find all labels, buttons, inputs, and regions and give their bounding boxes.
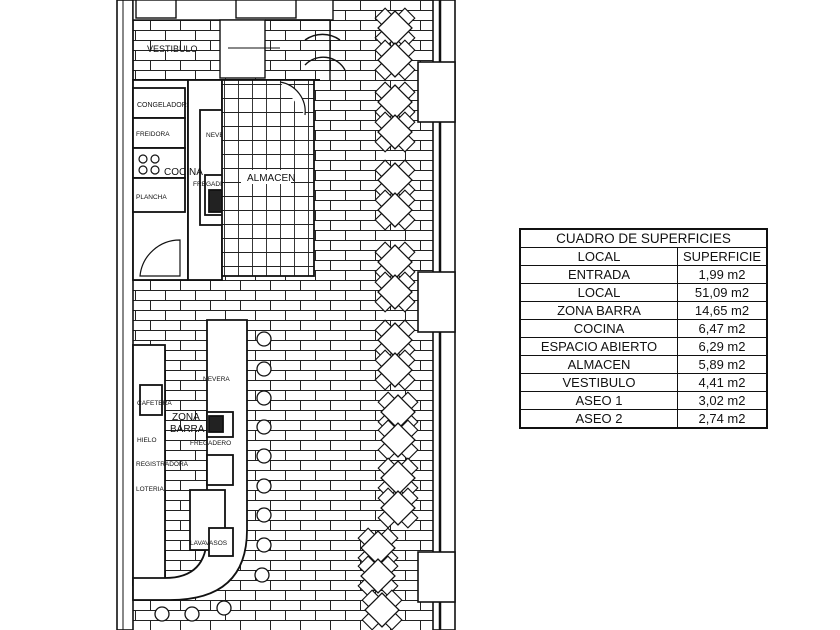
- top-rooms: [132, 0, 346, 81]
- cell-local: VESTIBULO: [519, 373, 678, 392]
- cell-superficie: 14,65 m2: [677, 301, 768, 320]
- cell-superficie: 1,99 m2: [677, 265, 768, 284]
- cell-local: LOCAL: [519, 283, 678, 302]
- label-registradora: REGISTRADORA: [136, 461, 189, 468]
- cooktop-icon: [138, 154, 160, 175]
- cell-superficie: 3,02 m2: [677, 391, 768, 410]
- label-nevera-cocina: NEVERA: [206, 132, 233, 139]
- header-local: LOCAL: [519, 247, 678, 266]
- cell-superficie: 4,41 m2: [677, 373, 768, 392]
- label-zona-barra-1: ZONA: [172, 412, 200, 423]
- table-header-row: LOCAL SUPERFICIE: [519, 247, 768, 266]
- table-row: VESTIBULO 4,41 m2: [519, 373, 768, 392]
- cell-local: ASEO 2: [519, 409, 678, 429]
- bar-counter: [132, 319, 248, 601]
- cell-local: ZONA BARRA: [519, 301, 678, 320]
- table-row: ESPACIO ABIERTO 6,29 m2: [519, 337, 768, 356]
- label-cocina: COCINA: [164, 167, 203, 178]
- cell-local: ENTRADA: [519, 265, 678, 284]
- label-hielo: HIELO: [137, 437, 157, 444]
- table-title: CUADRO DE SUPERFICIES: [519, 228, 768, 248]
- table-row: LOCAL 51,09 m2: [519, 283, 768, 302]
- cell-superficie: 2,74 m2: [677, 409, 768, 429]
- label-vestibulo: VESTIBULO: [147, 44, 198, 54]
- table-row: ASEO 2 2,74 m2: [519, 409, 768, 429]
- cell-local: ALMACEN: [519, 355, 678, 374]
- label-almacen: ALMACEN: [247, 173, 295, 184]
- cell-local: ESPACIO ABIERTO: [519, 337, 678, 356]
- cell-local: ASEO 1: [519, 391, 678, 410]
- label-loteria: LOTERIA: [136, 486, 164, 493]
- kitchen-door-arc: [139, 239, 181, 277]
- table-row: ENTRADA 1,99 m2: [519, 265, 768, 284]
- label-lavavasos: LAVAVASOS: [190, 540, 228, 547]
- table-title-row: CUADRO DE SUPERFICIES: [519, 228, 768, 248]
- label-fregadero-cocina: FREGADERO: [193, 181, 234, 188]
- cell-superficie: 5,89 m2: [677, 355, 768, 374]
- table-row: ZONA BARRA 14,65 m2: [519, 301, 768, 320]
- almacen-door-arc: [279, 81, 306, 116]
- label-fregadero-barra: FREGADERO: [190, 440, 231, 447]
- cell-local: COCINA: [519, 319, 678, 338]
- cell-superficie: 51,09 m2: [677, 283, 768, 302]
- header-superficie: SUPERFICIE: [677, 247, 768, 266]
- table-row: COCINA 6,47 m2: [519, 319, 768, 338]
- label-congelador: CONGELADOR: [137, 102, 187, 109]
- kitchen-walls: [132, 79, 231, 281]
- label-cafetera: CAFETERA: [137, 400, 172, 407]
- cell-superficie: 6,47 m2: [677, 319, 768, 338]
- surface-table-wrapper: CUADRO DE SUPERFICIES LOCAL SUPERFICIE E…: [519, 228, 768, 429]
- surface-table: CUADRO DE SUPERFICIES LOCAL SUPERFICIE E…: [519, 228, 768, 429]
- exterior-walls: [116, 0, 456, 630]
- cell-superficie: 6,29 m2: [677, 337, 768, 356]
- label-freidora: FREIDORA: [136, 131, 170, 138]
- label-nevera-barra: NEVERA: [203, 376, 230, 383]
- table-row: ASEO 1 3,02 m2: [519, 391, 768, 410]
- table-row: ALMACEN 5,89 m2: [519, 355, 768, 374]
- label-plancha: PLANCHA: [136, 194, 167, 201]
- bar-stools: [154, 331, 272, 622]
- label-zona-barra-2: BARRA: [170, 424, 205, 435]
